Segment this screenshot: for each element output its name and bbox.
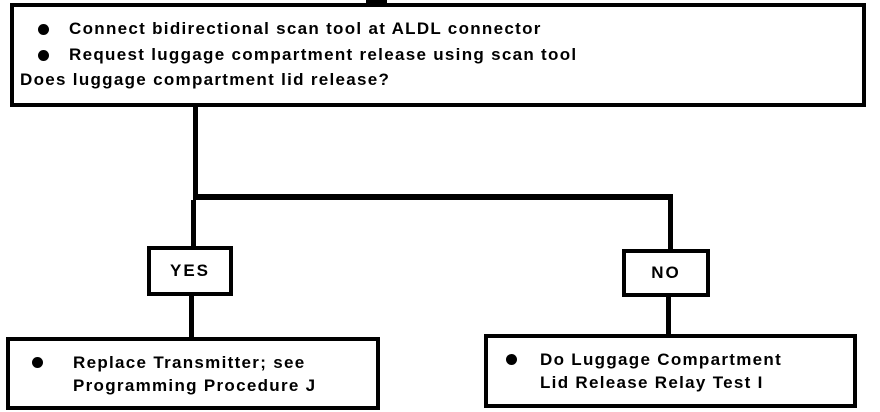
decision-step-text: Request luggage compartment release usin… bbox=[69, 45, 578, 64]
bullet-icon bbox=[38, 49, 49, 61]
no-label-box: NO bbox=[622, 249, 710, 297]
connector-no-stem-bottom bbox=[666, 295, 671, 335]
no-result-box: Do Luggage Compartment Lid Release Relay… bbox=[484, 334, 857, 408]
connector-yes-stem-bottom bbox=[189, 294, 194, 338]
yes-result-line: Programming Procedure J bbox=[73, 376, 317, 395]
connector-no-stem-top bbox=[668, 200, 673, 250]
yes-result-text: Replace Transmitter; see Programming Pro… bbox=[73, 351, 316, 397]
no-result-text: Do Luggage Compartment Lid Release Relay… bbox=[540, 348, 782, 394]
decision-step: Connect bidirectional scan tool at ALDL … bbox=[14, 16, 862, 42]
connector-yes-stem-top bbox=[191, 200, 196, 247]
no-label: NO bbox=[651, 263, 681, 282]
yes-result-box: Replace Transmitter; see Programming Pro… bbox=[6, 337, 380, 410]
decision-question: Does luggage compartment lid release? bbox=[20, 70, 391, 89]
yes-label: YES bbox=[169, 261, 211, 280]
no-result-line: Lid Release Relay Test I bbox=[540, 373, 764, 392]
bullet-icon bbox=[32, 357, 43, 368]
connector-decision-stem bbox=[193, 105, 198, 199]
bullet-icon bbox=[38, 23, 49, 35]
decision-step: Request luggage compartment release usin… bbox=[14, 42, 862, 68]
no-result-line: Do Luggage Compartment bbox=[540, 350, 783, 369]
top-edge-connector-stub bbox=[366, 0, 387, 5]
bullet-icon bbox=[506, 354, 517, 365]
decision-step-text: Connect bidirectional scan tool at ALDL … bbox=[69, 19, 542, 38]
yes-result-line: Replace Transmitter; see bbox=[73, 353, 306, 372]
decision-box: Connect bidirectional scan tool at ALDL … bbox=[10, 3, 866, 107]
connector-branch-split bbox=[193, 194, 673, 200]
yes-label-box: YES bbox=[147, 246, 233, 296]
